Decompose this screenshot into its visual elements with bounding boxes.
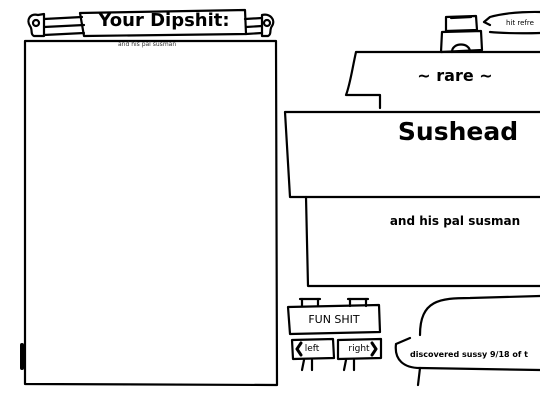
card-body xyxy=(283,110,540,199)
rarity-label: ~ rare ~ xyxy=(417,66,493,85)
left-button-label: left xyxy=(304,344,320,354)
right-button-label: right xyxy=(348,344,370,354)
refresh-hint: hit refre xyxy=(506,19,534,27)
character-subtitle: and his pal susman xyxy=(389,214,521,228)
character-name: Sushead xyxy=(397,117,519,146)
panel-title: Your Dipshit: xyxy=(98,10,230,31)
discovery-status: discovered sussy 9/18 of t xyxy=(410,350,528,359)
card-top-flap xyxy=(344,50,540,110)
left-button[interactable]: left xyxy=(293,341,331,357)
right-button[interactable]: right xyxy=(338,341,380,357)
fun-title: FUN SHIT xyxy=(308,313,360,326)
panel-frame xyxy=(23,39,279,387)
broken-image-icon: and his pal susman xyxy=(118,41,177,48)
sign-post xyxy=(300,297,368,308)
